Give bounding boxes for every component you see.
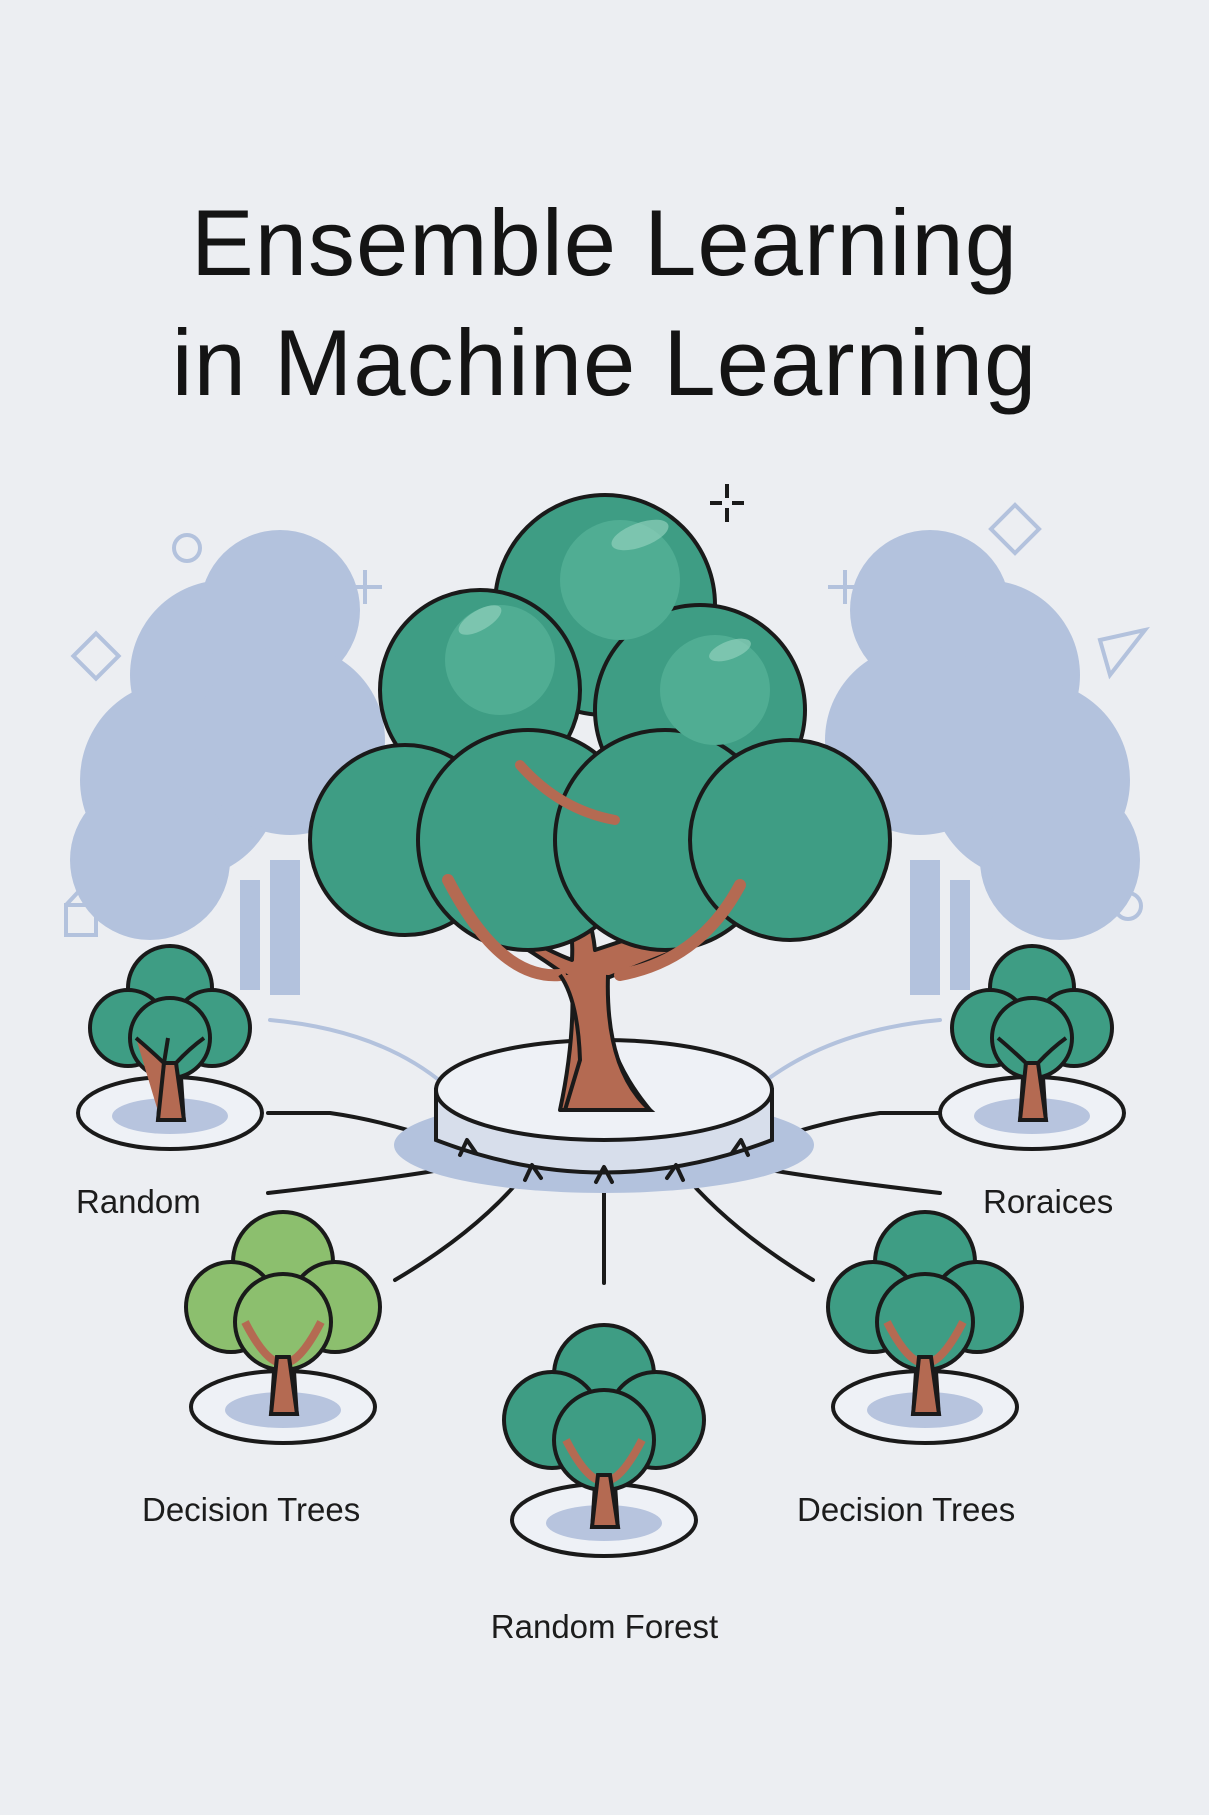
central-platform: [394, 1038, 814, 1193]
small-tree-icon-light: [184, 1210, 382, 1445]
connector-lines-pale: [268, 1018, 942, 1087]
small-tree-icon: [826, 1210, 1024, 1445]
cube-glyph-icon: [64, 887, 98, 937]
diamond-icon: [988, 502, 1042, 556]
title-line-2: in Machine Learning: [171, 310, 1038, 415]
label-decision-trees-right: Decision Trees: [797, 1491, 1016, 1528]
title-line-1: Ensemble Learning: [191, 190, 1018, 295]
small-tree-icon: [938, 944, 1126, 1151]
label-random-forest: Random Forest: [490, 1608, 719, 1645]
main-tree-icon: [308, 493, 892, 1112]
circle-icon: [172, 533, 202, 563]
diamond-icon: [70, 630, 122, 682]
small-tree-icon: [76, 944, 264, 1151]
arrow-heads: [458, 1138, 750, 1184]
ghost-tree-left-icon: [70, 530, 385, 995]
small-tree-icon: [502, 1323, 706, 1558]
label-roraices: Roraices: [983, 1183, 1114, 1220]
arrow-glyph-icon: [1097, 626, 1150, 680]
sparkle-icon: [710, 484, 744, 522]
circle-icon: [1113, 891, 1143, 921]
ghost-tree-right-icon: [825, 530, 1140, 995]
label-decision-trees-left: Decision Trees: [142, 1491, 361, 1528]
sparkle-icon: [348, 570, 862, 604]
label-random: Random: [76, 1183, 201, 1220]
